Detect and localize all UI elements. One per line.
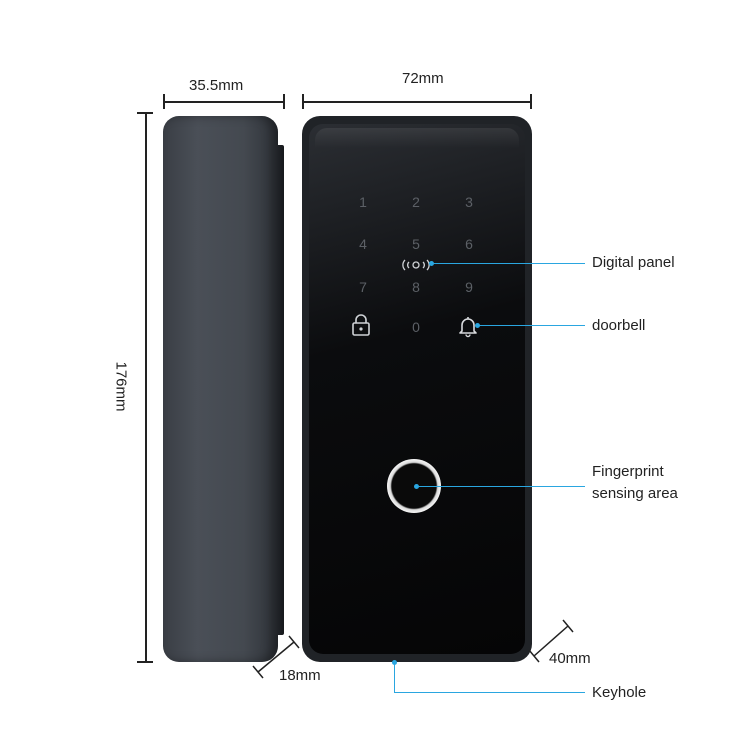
key-4[interactable]: 4 bbox=[359, 236, 367, 252]
callout-keyhole-label: Keyhole bbox=[592, 684, 647, 701]
callout-doorbell-dot bbox=[475, 323, 480, 328]
dim-front-width-line bbox=[302, 101, 532, 103]
callout-digital-panel-line bbox=[432, 263, 585, 264]
callout-digital-panel-label: Digital panel bbox=[592, 254, 675, 271]
dim-height-tick-top bbox=[137, 112, 153, 114]
callout-digital-panel-dot bbox=[429, 261, 434, 266]
dim-side-depth-label: 18mm bbox=[279, 667, 321, 684]
lock-icon[interactable] bbox=[350, 313, 372, 337]
dim-side-width-label: 35.5mm bbox=[189, 77, 244, 94]
dim-side-width-tick-right bbox=[283, 94, 285, 109]
key-1[interactable]: 1 bbox=[359, 194, 367, 210]
dim-height-line bbox=[145, 112, 147, 662]
lock-front-glass bbox=[309, 124, 525, 654]
key-7[interactable]: 7 bbox=[359, 279, 367, 295]
key-8[interactable]: 8 bbox=[412, 279, 420, 295]
lock-side-rail bbox=[274, 145, 284, 635]
key-0[interactable]: 0 bbox=[412, 319, 420, 335]
dim-side-width-tick-left bbox=[163, 94, 165, 109]
callout-keyhole-vline bbox=[394, 662, 395, 692]
dim-height-tick-bottom bbox=[137, 661, 153, 663]
callout-doorbell-label: doorbell bbox=[592, 317, 646, 334]
dim-front-width-tick-left bbox=[302, 94, 304, 109]
key-6[interactable]: 6 bbox=[465, 236, 473, 252]
callout-keyhole-line bbox=[394, 692, 585, 693]
dim-front-depth-lines bbox=[528, 619, 574, 663]
key-2[interactable]: 2 bbox=[412, 194, 420, 210]
key-5[interactable]: 5 bbox=[412, 236, 420, 252]
nfc-icon bbox=[402, 259, 430, 271]
callout-fingerprint-dot bbox=[414, 484, 419, 489]
callout-doorbell-line bbox=[478, 325, 585, 326]
callout-fingerprint-label-1: Fingerprint bbox=[592, 463, 664, 480]
key-3[interactable]: 3 bbox=[465, 194, 473, 210]
callout-fingerprint-line bbox=[417, 486, 585, 487]
dim-height-label: 176mm bbox=[112, 361, 130, 412]
dim-front-depth-label: 40mm bbox=[549, 650, 591, 667]
dim-front-width-label: 72mm bbox=[402, 70, 444, 87]
callout-fingerprint-label-2: sensing area bbox=[592, 485, 678, 502]
lock-side-body bbox=[163, 116, 278, 662]
bell-icon[interactable] bbox=[457, 314, 479, 338]
dim-side-width-line bbox=[163, 101, 285, 103]
key-9[interactable]: 9 bbox=[465, 279, 473, 295]
dim-front-width-tick-right bbox=[530, 94, 532, 109]
dim-side-depth-lines bbox=[252, 635, 300, 679]
